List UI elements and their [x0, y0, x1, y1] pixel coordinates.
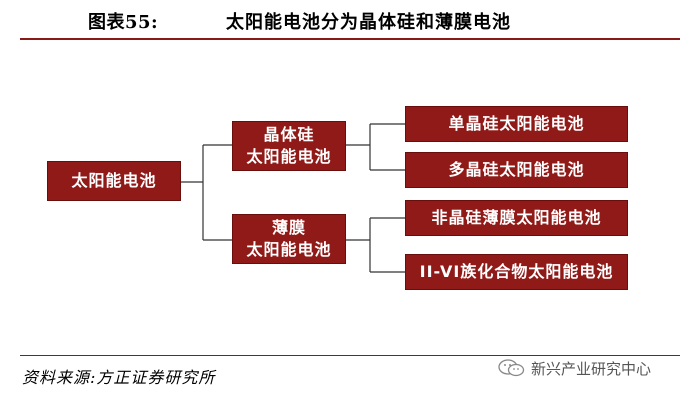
branch-crystalline-line2: 太阳能电池 — [246, 147, 332, 166]
leaf-amorphous-label: 非晶硅薄膜太阳能电池 — [431, 208, 602, 227]
watermark-text: 新兴产业研究中心 — [531, 359, 652, 378]
bottom-rule — [20, 355, 680, 356]
leaf-node-ii-vi-compound: II-VI族化合物太阳能电池 — [405, 254, 628, 290]
branch-thin-film-line1: 薄膜 — [271, 218, 306, 237]
root-node-label: 太阳能电池 — [71, 171, 157, 190]
leaf-node-mono-crystalline: 单晶硅太阳能电池 — [405, 106, 628, 142]
figure-label: 图表55: — [88, 12, 159, 33]
figure-title: 太阳能电池分为晶体硅和薄膜电池 — [226, 12, 511, 33]
leaf-ii-vi-compound-label: II-VI族化合物太阳能电池 — [419, 262, 614, 281]
root-node: 太阳能电池 — [47, 161, 181, 201]
wechat-icon — [498, 359, 525, 377]
leaf-node-amorphous: 非晶硅薄膜太阳能电池 — [405, 200, 628, 236]
branch-node-crystalline: 晶体硅 太阳能电池 — [232, 121, 346, 171]
branch-node-thin-film: 薄膜 太阳能电池 — [232, 214, 346, 264]
branch-crystalline-line1: 晶体硅 — [263, 125, 315, 144]
top-rule — [20, 38, 680, 40]
source-note: 资料来源:方正证券研究所 — [22, 368, 216, 387]
leaf-node-poly-crystalline: 多晶硅太阳能电池 — [405, 152, 628, 188]
branch-thin-film-line2: 太阳能电池 — [246, 240, 332, 259]
figure-header: 图表55: 太阳能电池分为晶体硅和薄膜电池 — [0, 0, 700, 40]
leaf-poly-crystalline-label: 多晶硅太阳能电池 — [448, 160, 585, 179]
leaf-mono-crystalline-label: 单晶硅太阳能电池 — [448, 114, 585, 133]
watermark: 新兴产业研究中心 — [497, 356, 651, 380]
